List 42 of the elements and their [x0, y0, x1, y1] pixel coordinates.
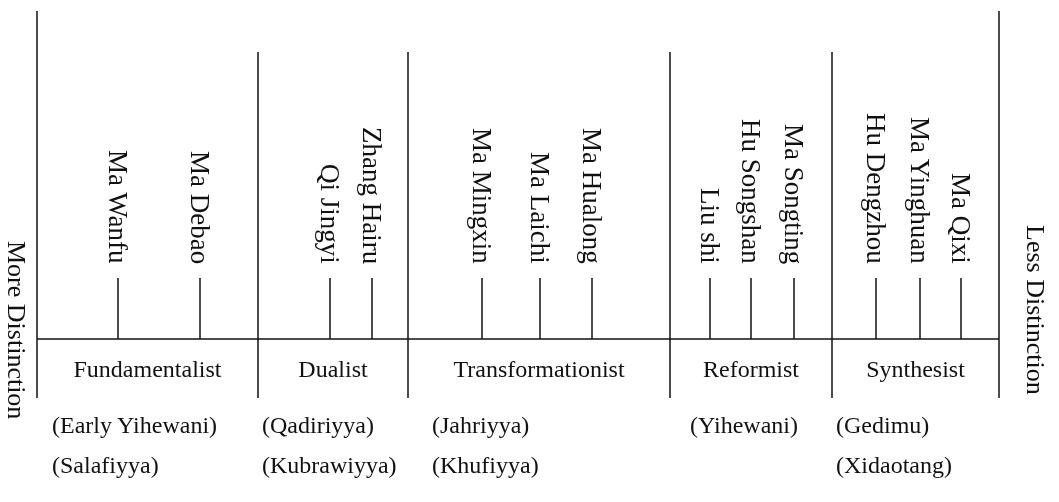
- order-name: (Jahriyya): [432, 412, 530, 439]
- order-name: (Khufiyya): [432, 452, 539, 479]
- person-name: Hu Dengzhou: [861, 113, 891, 264]
- leader-line: [371, 277, 373, 340]
- scale-end-label: Less Distinction: [1020, 225, 1050, 395]
- leader-line: [960, 277, 962, 340]
- category-cell: Fundamentalist: [39, 341, 256, 397]
- leader-line: [709, 277, 711, 340]
- category-cell: Dualist: [260, 341, 406, 397]
- order-name: (Kubrawiyya): [262, 452, 397, 479]
- category-cell: Synthesist: [834, 341, 997, 397]
- person-name: Ma Yinghuan: [905, 117, 935, 264]
- person-name: Ma Laichi: [525, 152, 555, 264]
- leader-line: [539, 277, 541, 340]
- order-name: (Xidaotang): [836, 452, 952, 479]
- leader-line: [875, 277, 877, 340]
- leader-line: [481, 277, 483, 340]
- leader-line: [591, 277, 593, 340]
- person-name: Hu Songshan: [736, 119, 766, 264]
- person-name: Ma Songting: [779, 124, 809, 265]
- order-name: (Early Yihewani): [52, 412, 218, 439]
- person-name: Ma Qixi: [946, 173, 976, 264]
- order-name: (Qadiriyya): [262, 412, 374, 439]
- person-name: Ma Mingxin: [467, 128, 497, 264]
- person-name: Ma Debao: [185, 151, 215, 265]
- leader-line: [919, 277, 921, 340]
- person-name: Liu shi: [695, 188, 725, 264]
- leader-line: [750, 277, 752, 340]
- leader-line: [117, 277, 119, 340]
- leader-line: [199, 277, 201, 340]
- person-name: Ma Wanfu: [103, 150, 133, 264]
- leader-line: [793, 277, 795, 340]
- leader-line: [329, 277, 331, 340]
- person-name: Qi Jingyi: [315, 164, 345, 264]
- person-name: Zhang Hairu: [357, 127, 387, 265]
- order-name: (Gedimu): [836, 412, 930, 439]
- order-name: (Yihewani): [690, 412, 798, 439]
- scale-end-label: More Distinction: [1, 241, 31, 420]
- person-name: Ma Hualong: [577, 128, 607, 264]
- category-cell: Transformationist: [410, 341, 668, 397]
- category-cell: Reformist: [672, 341, 830, 397]
- order-name: (Salafiyya): [52, 452, 159, 479]
